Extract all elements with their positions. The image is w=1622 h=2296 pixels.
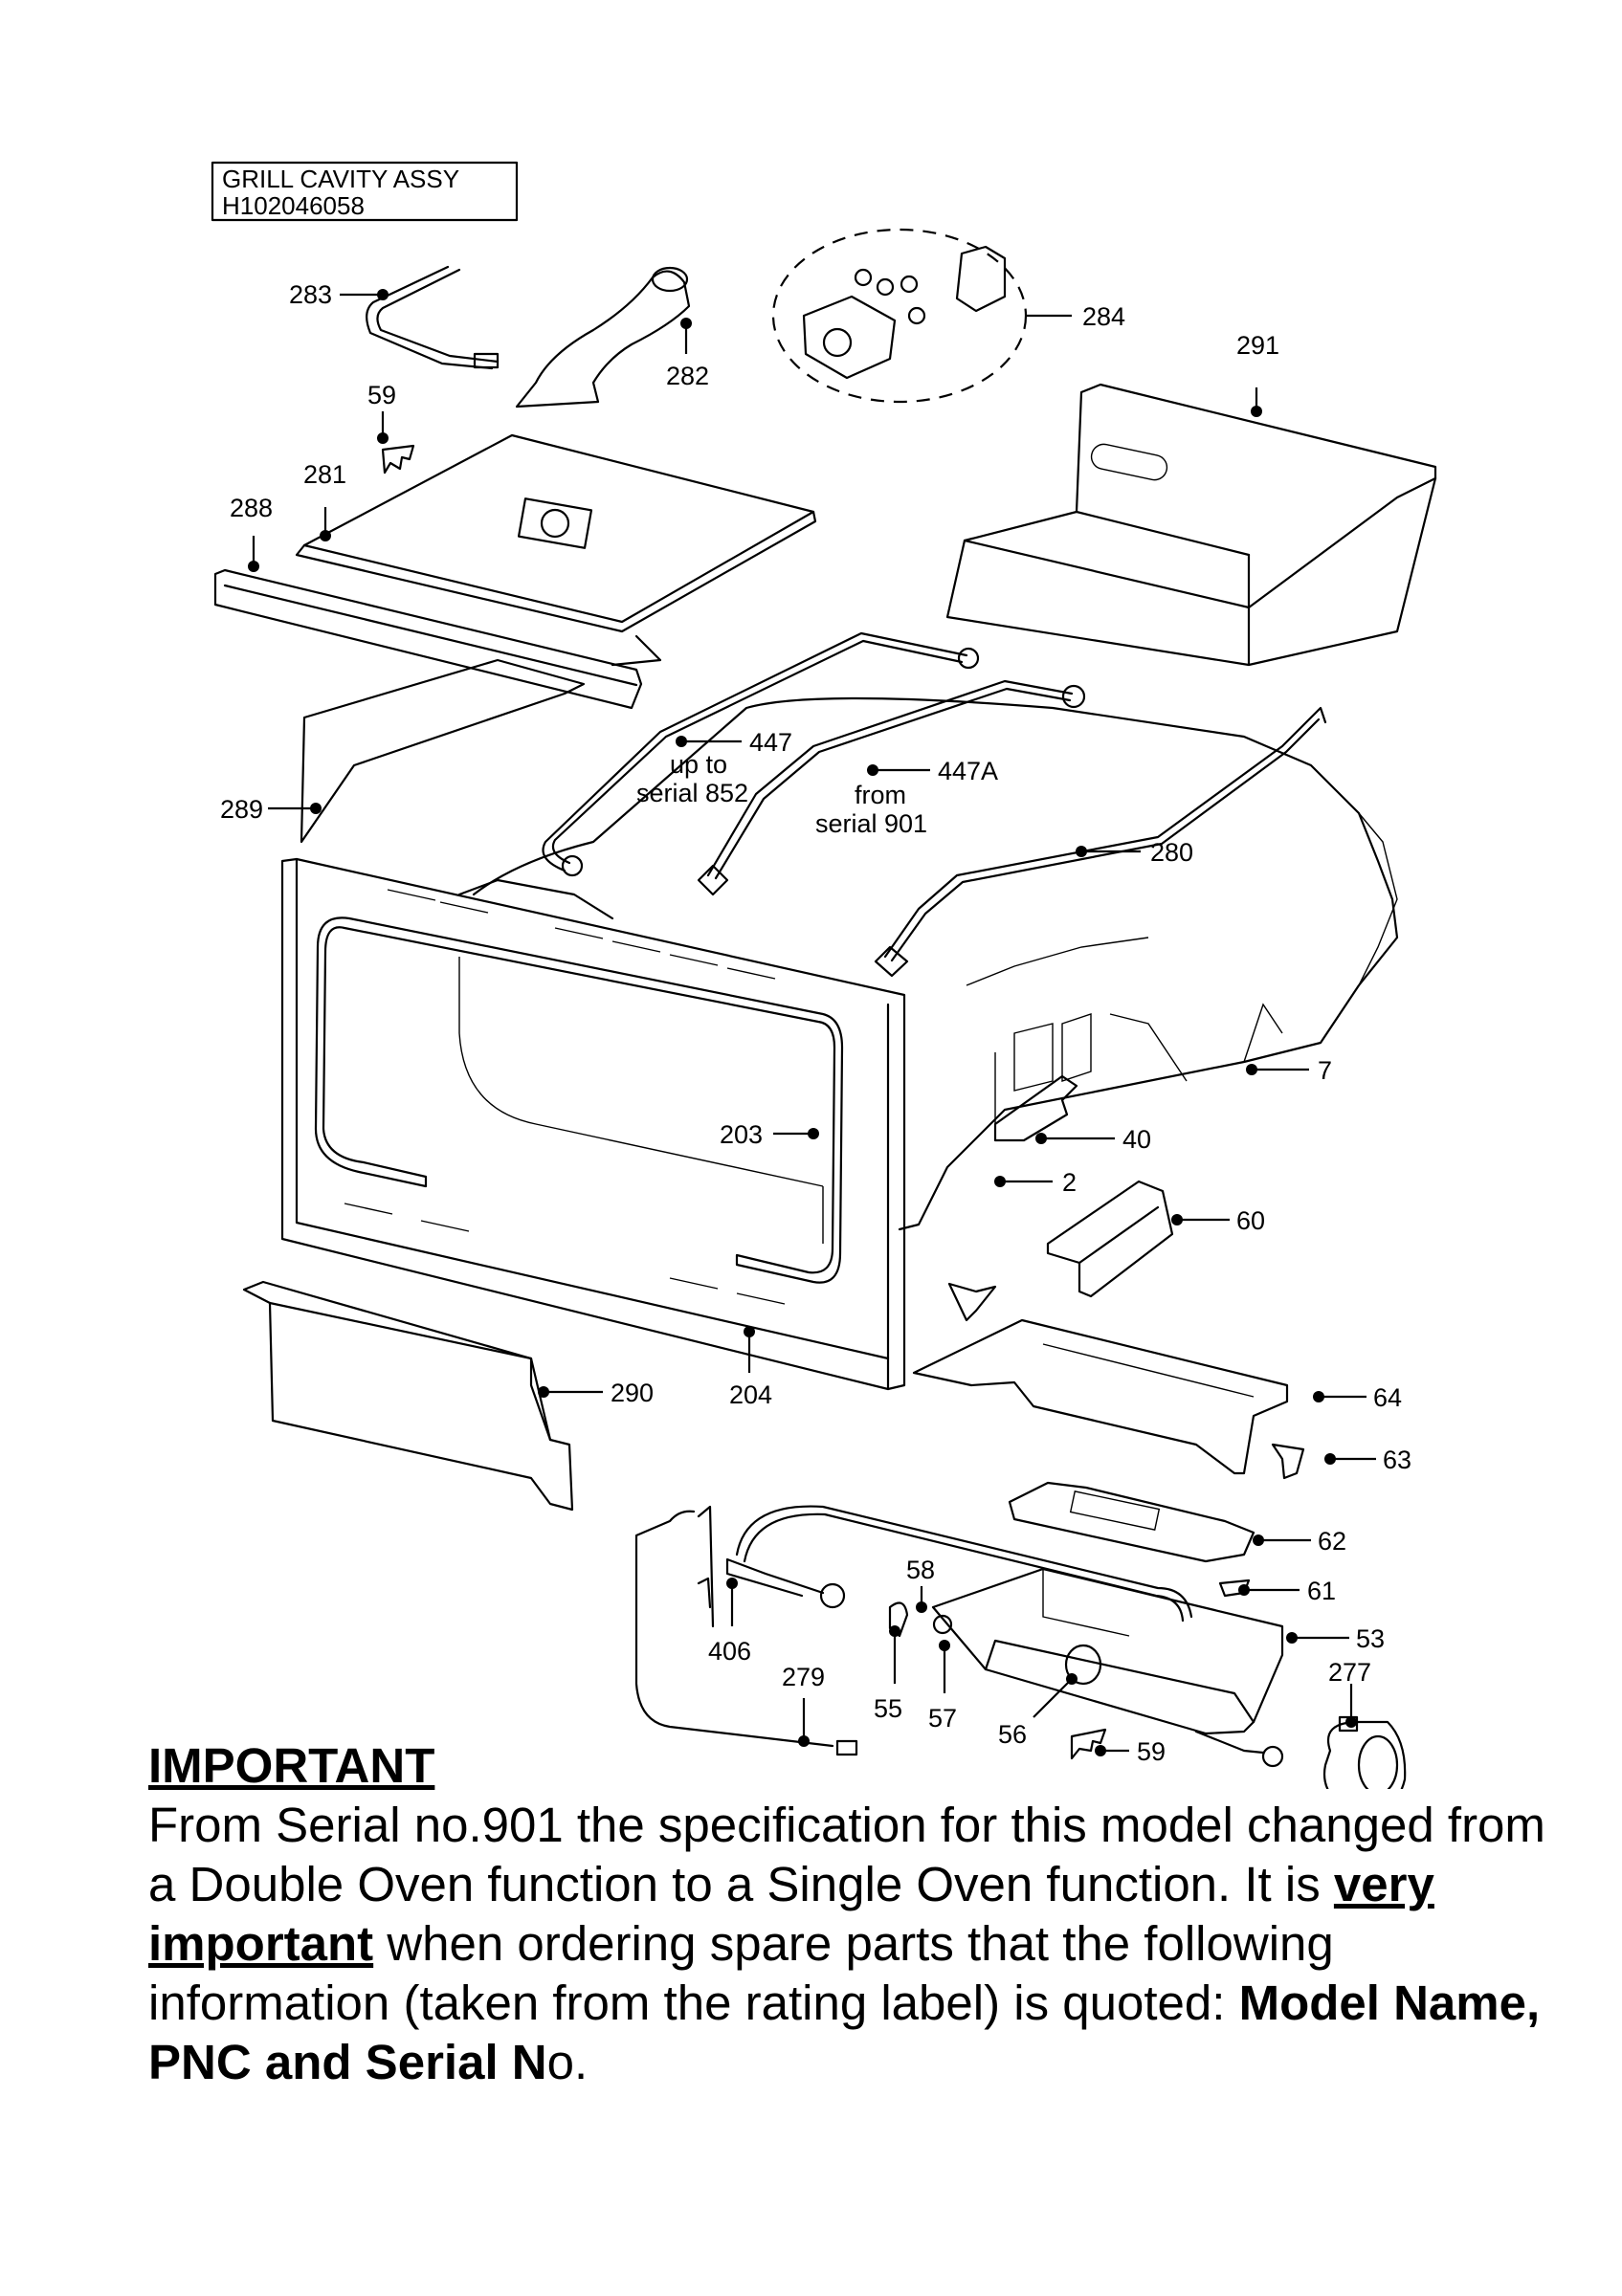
part-60-bracket [1046, 1180, 1174, 1298]
callout-59-upper: 59 [367, 381, 396, 409]
callout-64: 64 [1373, 1383, 1402, 1412]
callout-281: 281 [303, 460, 346, 489]
callout-2: 2 [1062, 1168, 1077, 1197]
callout-277: 277 [1328, 1658, 1371, 1687]
callout-63: 63 [1383, 1446, 1411, 1474]
callout-280: 280 [1150, 838, 1193, 867]
assembly-title: GRILL CAVITY ASSY [222, 165, 459, 193]
part-447-rod [542, 631, 980, 877]
part-279-wire [634, 1505, 858, 1756]
part-55-clip [888, 1601, 909, 1638]
callout-203: 203 [720, 1120, 763, 1149]
callout-447a: 447A [938, 757, 998, 785]
part-64-base-plate [912, 1318, 1289, 1475]
part-40-bracket [993, 1074, 1078, 1142]
part-59-clip-upper [381, 444, 415, 475]
callout-40: 40 [1122, 1125, 1151, 1154]
serial-notes: up to serial 852 from serial 901 [636, 750, 927, 838]
callout-406: 406 [708, 1637, 751, 1666]
notice-emphasis: very important [148, 1857, 1434, 1971]
clip-upper-base [947, 1282, 997, 1322]
part-291-cover [945, 383, 1437, 667]
exploded-parts-diagram: GRILL CAVITY ASSY H102046058 [211, 161, 1437, 1789]
callout-59-lower: 59 [1137, 1737, 1166, 1766]
assembly-code: H102046058 [222, 191, 365, 220]
callout-282: 282 [666, 362, 709, 390]
callout-62: 62 [1318, 1527, 1346, 1556]
notice-tail: o. [546, 2035, 589, 2089]
callout-7: 7 [1318, 1056, 1332, 1085]
callout-55: 55 [874, 1694, 902, 1723]
callout-290: 290 [611, 1379, 654, 1407]
notice-text-part2: when ordering spare parts that the follo… [148, 1916, 1334, 2030]
important-notice: IMPORTANT From Serial no.901 the specifi… [148, 1736, 1584, 2092]
callout-291: 291 [1236, 331, 1279, 360]
callout-289: 289 [220, 795, 263, 824]
notice-text-part1: From Serial no.901 the specification for… [148, 1798, 1545, 1911]
callout-283: 283 [289, 280, 332, 309]
part-283-wire [366, 265, 500, 370]
part-406-rod [725, 1505, 1193, 1623]
callout-57: 57 [928, 1704, 957, 1733]
callout-60: 60 [1236, 1206, 1265, 1235]
note-up-to: up to [670, 750, 727, 779]
part-289-panel [300, 658, 586, 844]
callout-56: 56 [998, 1720, 1027, 1749]
note-serial-901: serial 901 [815, 809, 927, 838]
leader-lines [248, 289, 1376, 1756]
part-280-rod [874, 706, 1327, 978]
part-288-rail [213, 568, 662, 710]
part-282-duct [515, 266, 691, 408]
part-281-tray [295, 433, 817, 633]
part-290-panel [242, 1280, 574, 1512]
part-53-element-tray [931, 1567, 1284, 1735]
callout-58: 58 [906, 1556, 935, 1584]
callout-284: 284 [1082, 302, 1125, 331]
callout-447: 447 [749, 728, 792, 757]
part-284-fastener-kit [771, 228, 1072, 404]
part-447a-rod [697, 679, 1086, 896]
note-from: from [855, 781, 906, 809]
part-56-knob [1064, 1644, 1102, 1686]
part-57-screw [932, 1614, 953, 1635]
part-7-oven-cavity [472, 696, 1399, 1231]
part-59-clip-lower [1070, 1728, 1107, 1760]
part-62-cover [1008, 1481, 1255, 1563]
inner-cavity-opening [458, 957, 824, 1244]
callout-53: 53 [1356, 1624, 1385, 1653]
note-serial-852: serial 852 [636, 779, 748, 807]
part-204-front-frame [280, 857, 906, 1391]
callout-61: 61 [1307, 1577, 1336, 1605]
callout-288: 288 [230, 494, 273, 522]
callout-labels: 283 282 284 291 59 281 288 447 447A 289 … [220, 280, 1411, 1766]
assembly-title-box: GRILL CAVITY ASSY H102046058 [211, 161, 519, 222]
part-63-clip [1271, 1443, 1305, 1480]
callout-204: 204 [729, 1380, 772, 1409]
notice-heading: IMPORTANT [148, 1738, 435, 1793]
part-203-door-seal [314, 916, 844, 1284]
callout-279: 279 [782, 1663, 825, 1691]
notice-required-info: Model Name, PNC and Serial N [148, 1976, 1541, 2089]
